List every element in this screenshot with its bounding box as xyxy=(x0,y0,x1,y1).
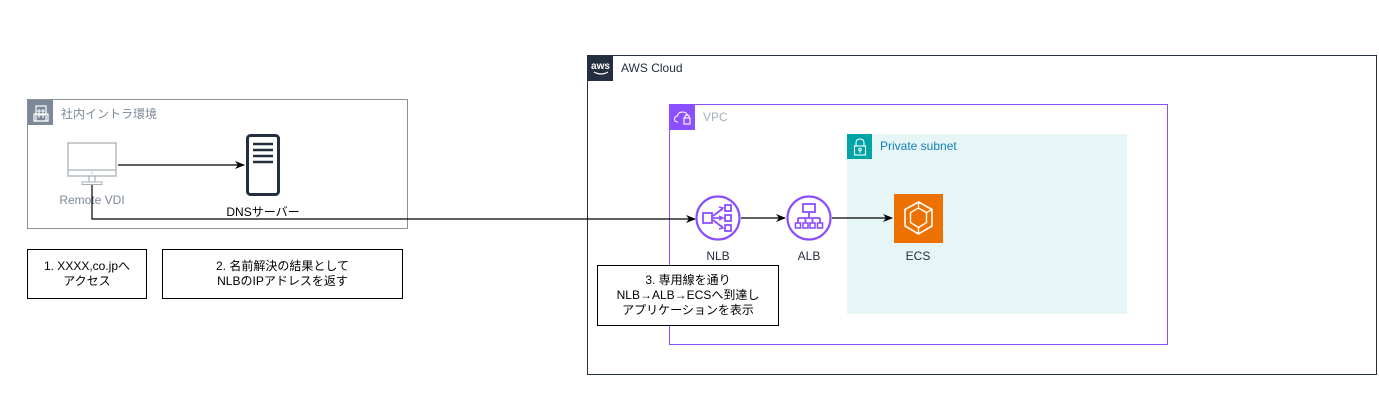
step1-note: 1. XXXX,co.jpへ アクセス xyxy=(27,249,147,299)
remote-vdi-node[interactable] xyxy=(66,142,118,186)
monitor-icon xyxy=(67,142,117,185)
private-subnet-label: Private subnet xyxy=(880,139,957,153)
ecs-label: ECS xyxy=(905,249,931,263)
vpc-group: VPC xyxy=(669,104,1168,345)
vpc-cloud-icon xyxy=(670,105,695,130)
remote-vdi-label: Remote VDI xyxy=(59,193,125,207)
office-building-icon xyxy=(28,100,53,125)
step3-note: 3. 専用線を通り NLB→ALB→ECSへ到達し アプリケーションを表示 xyxy=(597,265,779,326)
dns-server-label: DNSサーバー xyxy=(226,205,300,219)
corporate-intranet-label: 社内イントラ環境 xyxy=(61,107,158,121)
alb-node[interactable] xyxy=(786,195,832,241)
corporate-intranet-group: 社内イントラ環境 xyxy=(27,99,408,229)
alb-label: ALB xyxy=(797,249,821,263)
elastic-container-service-icon xyxy=(904,201,933,235)
server-icon xyxy=(246,134,280,196)
nlb-node[interactable] xyxy=(695,195,741,241)
nlb-label: NLB xyxy=(706,249,730,263)
step2-note: 2. 名前解決の結果として NLBのIPアドレスを返す xyxy=(162,249,403,299)
aws-logo-icon: aws xyxy=(588,56,613,81)
lock-icon xyxy=(847,134,872,159)
ecs-node[interactable] xyxy=(894,194,943,243)
vpc-label: VPC xyxy=(703,110,728,124)
private-subnet-group: Private subnet xyxy=(847,134,1127,314)
aws-cloud-label: AWS Cloud xyxy=(621,61,683,75)
network-load-balancer-icon xyxy=(695,195,741,241)
dns-server-node[interactable] xyxy=(246,134,280,196)
application-load-balancer-icon xyxy=(786,195,832,241)
